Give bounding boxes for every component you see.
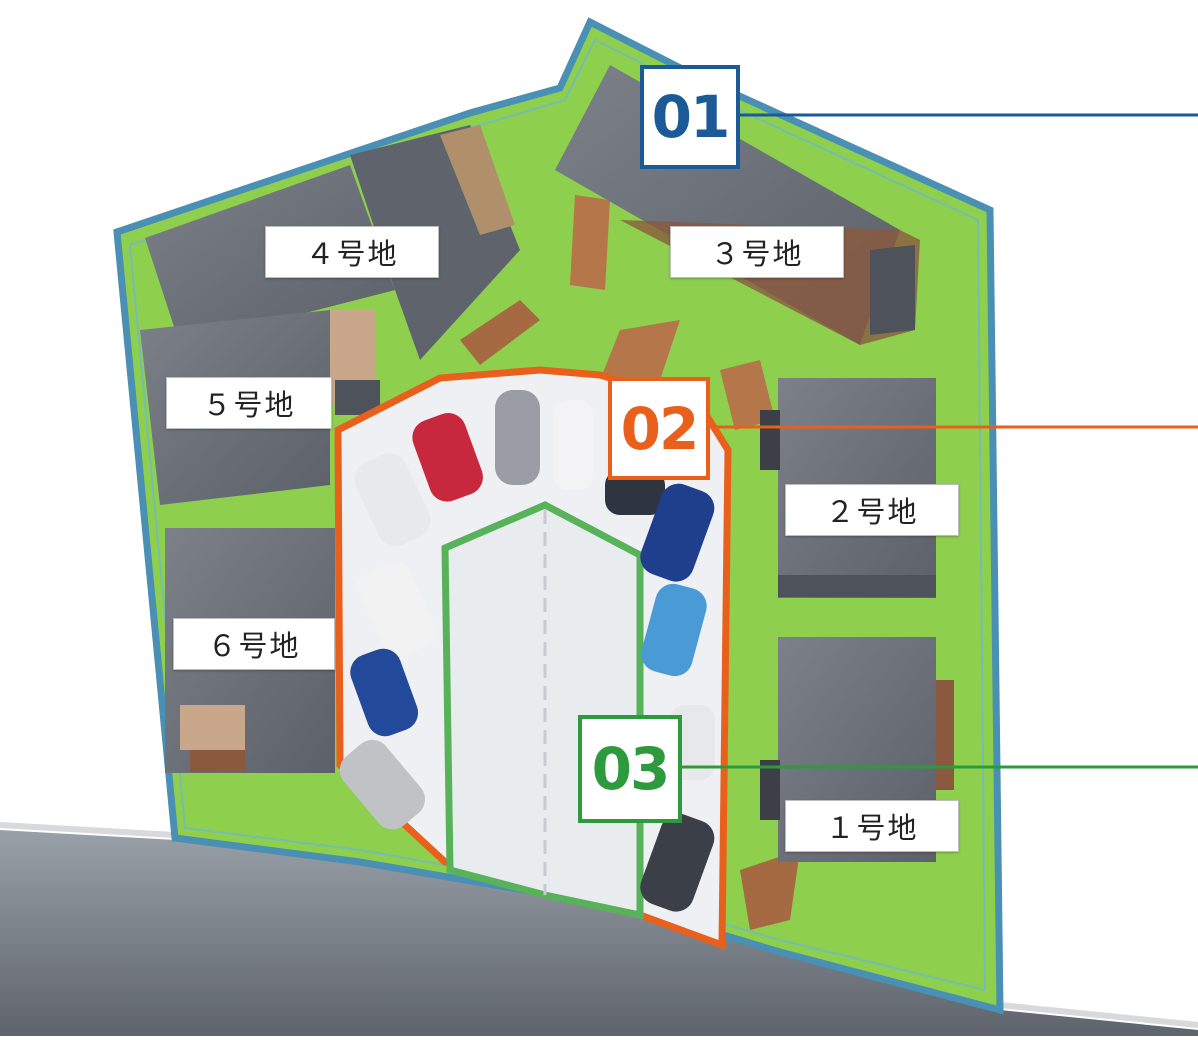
lot-label-6: ６号地 [173, 618, 335, 670]
callout-badge-03: 03 [578, 715, 682, 823]
lot-label-1: １号地 [785, 800, 959, 852]
callout-badge-02: 02 [608, 377, 710, 480]
lot-label-4: ４号地 [265, 226, 439, 278]
central-green-zone [441, 501, 644, 920]
lot-label-2: ２号地 [785, 484, 959, 536]
callout-badge-01: 01 [640, 65, 740, 169]
lot-label-5: ５号地 [166, 377, 332, 429]
lot-label-3: ３号地 [670, 226, 844, 278]
